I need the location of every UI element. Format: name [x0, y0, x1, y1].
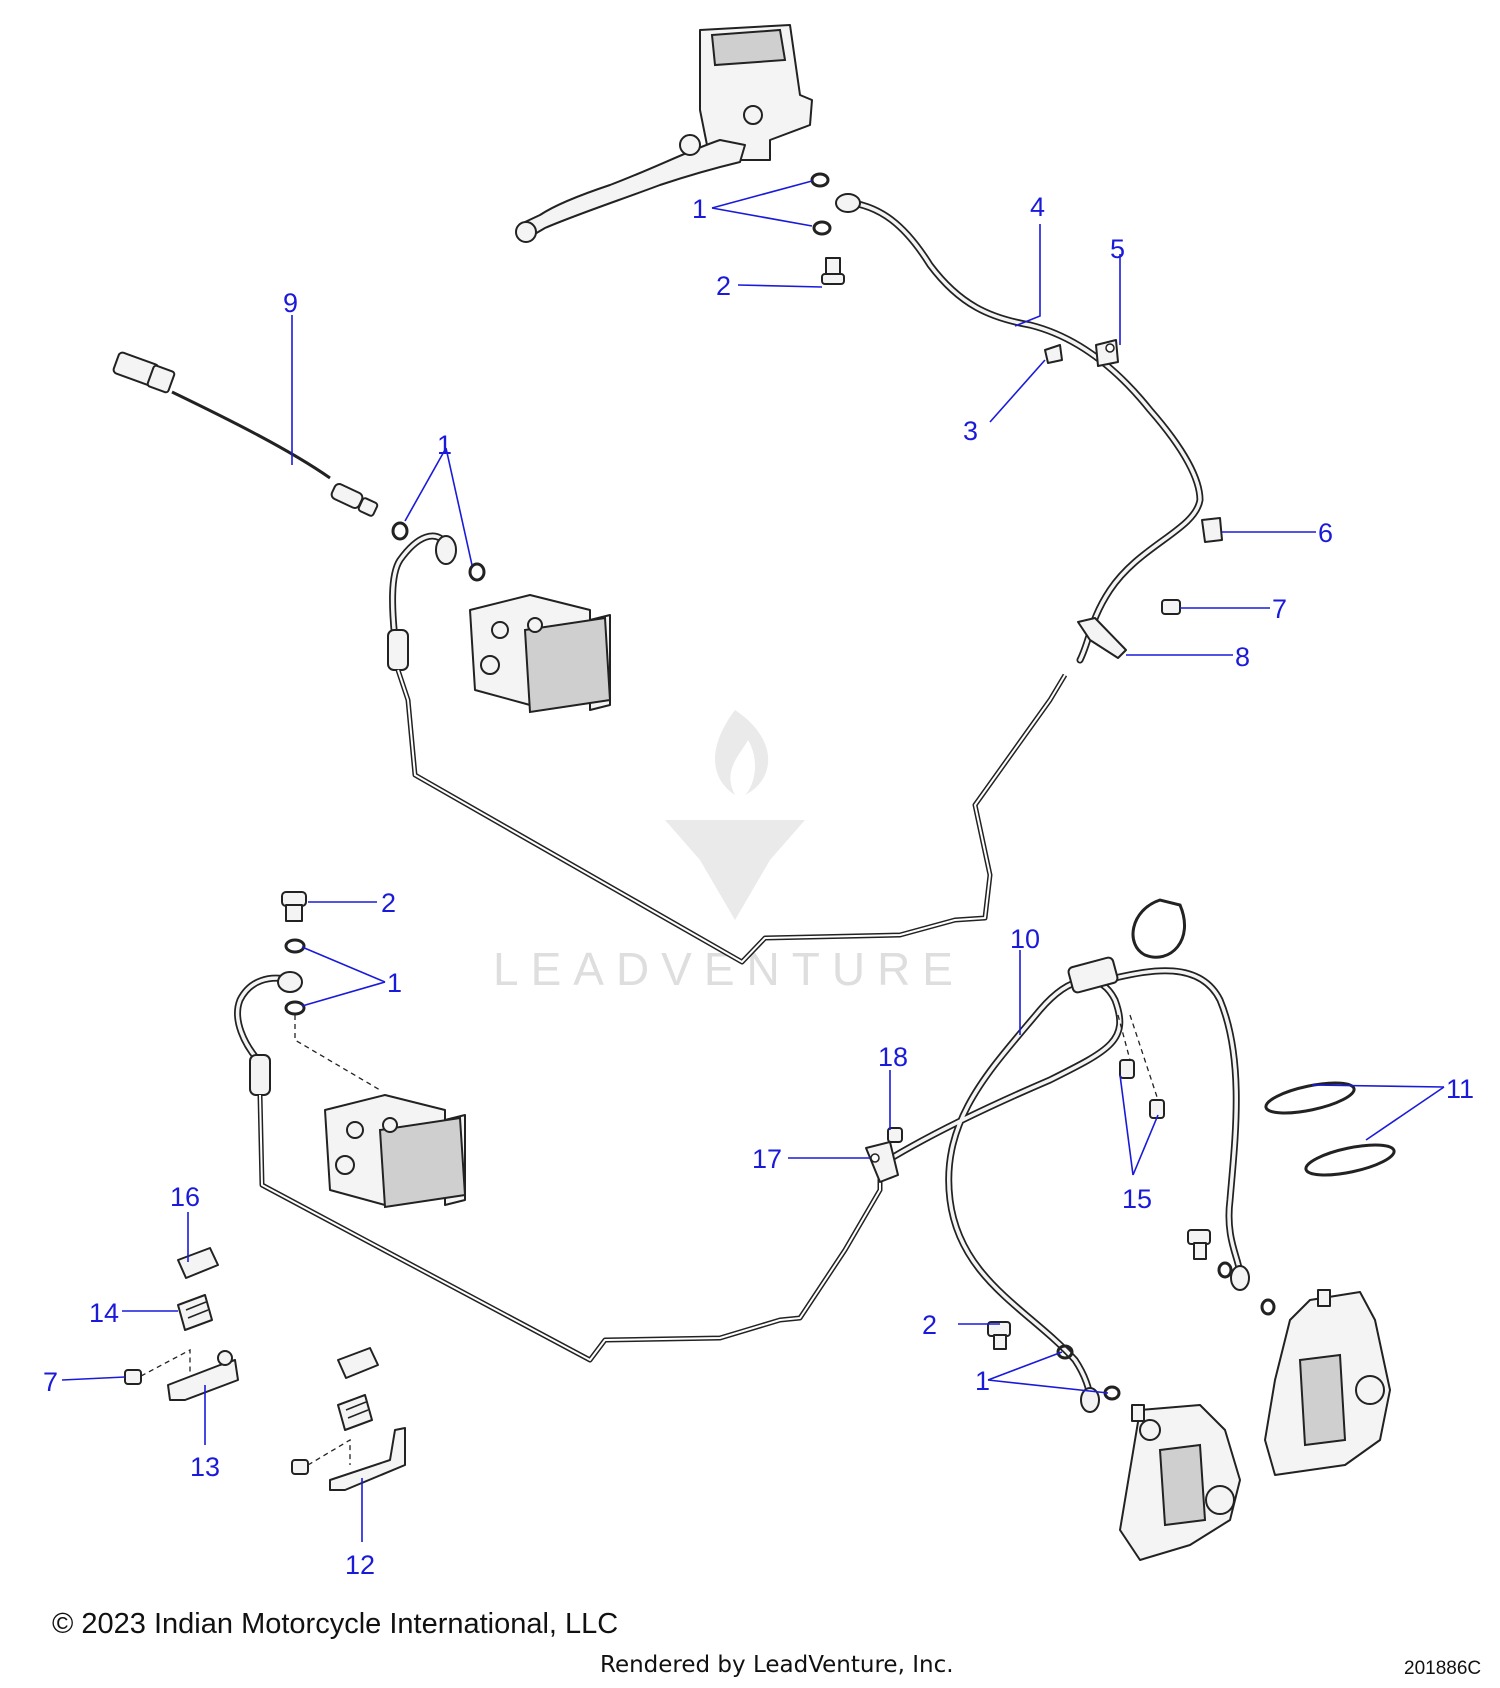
bolt [124, 1369, 142, 1385]
callout-15: 15 [1122, 1184, 1152, 1214]
callout-18: 18 [878, 1042, 908, 1072]
bolt [1119, 1059, 1135, 1079]
bolt [291, 1459, 309, 1475]
callout-16: 16 [170, 1182, 200, 1212]
diagram-id: 201886C [1404, 1658, 1482, 1679]
front-brake-hose-lower [876, 956, 1250, 1413]
wheel-speed-sensor [112, 351, 379, 517]
o-ring [812, 220, 832, 236]
assembly-guide-line [1117, 1014, 1131, 1061]
callout-1: 1 [975, 1366, 990, 1396]
callout-3: 3 [963, 416, 978, 446]
callout-8: 8 [1235, 642, 1250, 672]
hose-clamp [1077, 617, 1127, 659]
callout-2: 2 [922, 1310, 937, 1340]
callout-1: 1 [387, 968, 402, 998]
hose-clip [1201, 517, 1223, 543]
callout-12: 12 [345, 1550, 375, 1580]
callout-2: 2 [381, 888, 396, 918]
o-ring [1056, 1344, 1074, 1360]
assembly-guide-line [140, 1348, 191, 1377]
callout-13: 13 [190, 1452, 220, 1482]
callout-5: 5 [1110, 234, 1125, 264]
callout-1: 1 [437, 430, 452, 460]
front-brake-hose-upper [835, 193, 1204, 664]
callout-10: 10 [1010, 924, 1040, 954]
o-ring [810, 172, 830, 188]
hose-holder [337, 1394, 373, 1431]
copyright-text: © 2023 Indian Motorcycle International, … [52, 1608, 619, 1640]
abs-brake-line-upper [387, 532, 1068, 965]
o-ring [391, 521, 409, 541]
o-ring [468, 562, 486, 582]
callout-11: 11 [1446, 1074, 1474, 1104]
brake-caliper-right [1264, 1289, 1391, 1476]
bolt [887, 1127, 903, 1143]
assembly-guide-line [307, 1438, 351, 1466]
callout-7: 7 [1272, 594, 1287, 624]
hose-clamp [865, 1141, 899, 1183]
callout-2: 2 [716, 271, 731, 301]
bolt [1161, 599, 1181, 615]
banjo-bolt [1187, 1229, 1211, 1260]
assembly-guide-line [1129, 1014, 1159, 1101]
bracket [167, 1350, 239, 1401]
abs-brake-line-lower [234, 971, 883, 1363]
grommet [177, 1247, 219, 1279]
brake-caliper-left [1119, 1404, 1241, 1561]
banjo-bolt [281, 891, 307, 922]
callout-4: 4 [1030, 192, 1045, 222]
o-ring [284, 1000, 306, 1016]
callouts: 1 2 4 5 3 9 1 6 7 8 2 1 10 18 11 17 15 1… [43, 192, 1474, 1580]
banjo-bolt [821, 257, 845, 285]
abs-module-lower [324, 1094, 467, 1209]
callout-14: 14 [89, 1298, 119, 1328]
callout-6: 6 [1318, 518, 1333, 548]
callout-17: 17 [752, 1144, 782, 1174]
hose-holder [177, 1294, 213, 1331]
assembly-guide-line [294, 1015, 381, 1091]
leader-lines [61, 180, 1445, 1542]
callout-7: 7 [43, 1367, 58, 1397]
banjo-bolt [987, 1321, 1011, 1350]
o-ring [284, 938, 306, 954]
callout-9: 9 [283, 288, 298, 318]
master-cylinder-lever [515, 24, 813, 243]
cable-tie [1264, 1081, 1356, 1115]
rendered-by-text: Rendered by LeadVenture, Inc. [600, 1652, 954, 1678]
watermark-text: LEADVENTURE [493, 943, 965, 995]
grommet [337, 1347, 379, 1379]
cable-tie [1131, 898, 1186, 959]
bolt [1149, 1099, 1165, 1119]
cable-tie [1304, 1143, 1396, 1177]
bolt [1044, 344, 1063, 364]
leadventure-watermark-logo [665, 710, 805, 920]
bracket [329, 1427, 406, 1491]
callout-1: 1 [692, 194, 707, 224]
o-ring [1217, 1261, 1233, 1279]
abs-module-upper [469, 594, 612, 714]
hose-clamp [1095, 339, 1119, 367]
o-ring [1260, 1298, 1276, 1316]
